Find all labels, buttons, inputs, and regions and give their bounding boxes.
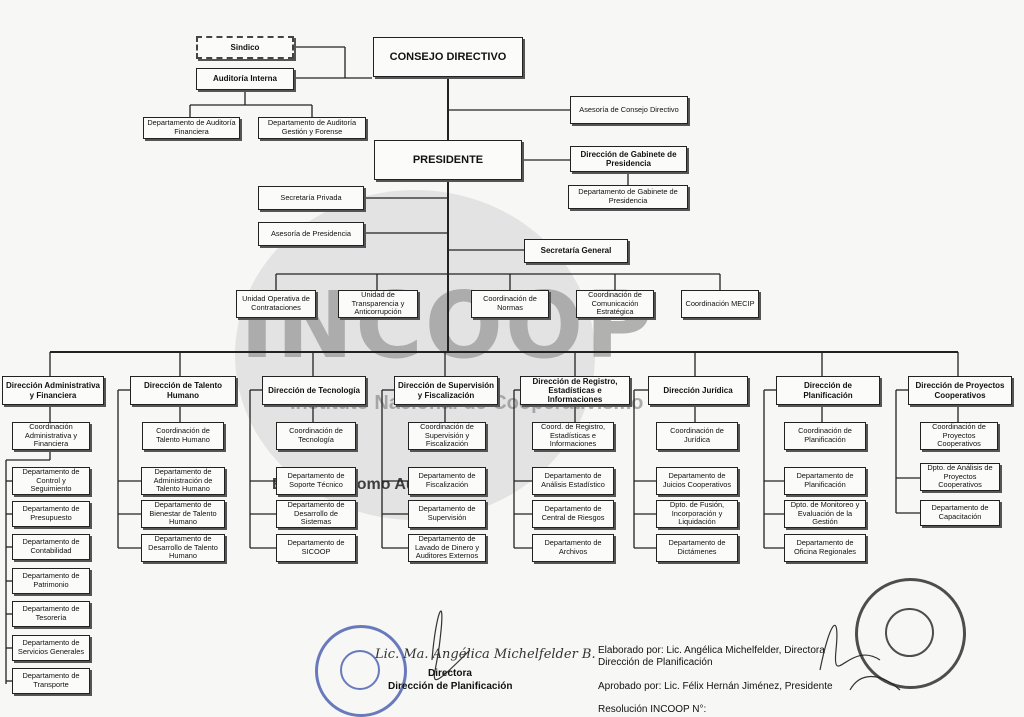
registro-item-4: Departamento de Archivos	[532, 534, 614, 562]
juridica-item-1: Coordinación de Jurídica	[656, 422, 738, 450]
signature-name: Lic. Ma. Angélica Michelfelder B.	[375, 647, 596, 662]
dep-auditoria-gestion-box: Departamento de Auditoría Gestión y Fore…	[258, 117, 366, 139]
proyectos-item-1: Coordinación de Proyectos Cooperativos	[920, 422, 998, 450]
juridica-item-2: Departamento de Juicios Cooperativos	[656, 467, 738, 495]
direction-registro-box: Dirección de Registro, Estadísticas e In…	[520, 376, 630, 405]
footer-resolucion: Resolución INCOOP N°:	[598, 704, 707, 715]
registro-item-2: Departamento de Análisis Estadístico	[532, 467, 614, 495]
signature-role: Directora	[428, 668, 472, 679]
admin-item-5: Departamento de Patrimonio	[12, 568, 90, 594]
coord-comunicacion-box: Coordinación de Comunicación Estratégica	[576, 290, 654, 318]
dep-auditoria-financiera-box: Departamento de Auditoría Financiera	[143, 117, 240, 139]
planificacion-item-2: Departamento de Planificación	[784, 467, 866, 495]
registro-item-1: Coord. de Registro, Estadísticas e Infor…	[532, 422, 614, 450]
asesoria-presidencia-box: Asesoría de Presidencia	[258, 222, 364, 246]
direction-proyectos-box: Dirección de Proyectos Cooperativos	[908, 376, 1012, 405]
tecnologia-item-2: Departamento de Soporte Técnico	[276, 467, 356, 495]
consejo-directivo-box: CONSEJO DIRECTIVO	[373, 37, 523, 77]
presidente-box: PRESIDENTE	[374, 140, 522, 180]
direction-tecnologia-box: Dirección de Tecnología	[262, 376, 366, 405]
tecnologia-item-1: Coordinación de Tecnología	[276, 422, 356, 450]
secretaria-privada-box: Secretaría Privada	[258, 186, 364, 210]
supervision-item-1: Coordinación de Supervisión y Fiscalizac…	[408, 422, 486, 450]
tecnologia-item-4: Departamento de SICOOP	[276, 534, 356, 562]
admin-item-7: Departamento de Servicios Generales	[12, 635, 90, 661]
secretaria-general-box: Secretaría General	[524, 239, 628, 263]
talento-item-4: Departamento de Desarrollo de Talento Hu…	[141, 534, 225, 562]
footer-direccion: Dirección de Planificación	[598, 657, 713, 668]
tecnologia-item-3: Departamento de Desarrollo de Sistemas	[276, 500, 356, 528]
proyectos-item-3: Departamento de Capacitación	[920, 500, 1000, 526]
coord-mecip-box: Coordinación MECIP	[681, 290, 759, 318]
supervision-item-3: Departamento de Supervisión	[408, 500, 486, 528]
talento-item-3: Departamento de Bienestar de Talento Hum…	[141, 500, 225, 528]
direction-supervision-box: Dirección de Supervisión y Fiscalización	[394, 376, 498, 405]
unidad-contrataciones-box: Unidad Operativa de Contrataciones	[236, 290, 316, 318]
watermark-logo: INCOOP	[240, 272, 655, 379]
dir-gabinete-box: Dirección de Gabinete de Presidencia	[570, 146, 687, 172]
unidad-transparencia-box: Unidad de Transparencia y Anticorrupción	[338, 290, 418, 318]
coord-normas-box: Coordinación de Normas	[471, 290, 549, 318]
signature-dept: Dirección de Planificación	[388, 681, 513, 692]
sindico-box: Sindico	[196, 36, 294, 59]
admin-item-1: Coordinación Administrativa y Financiera	[12, 422, 90, 450]
auditoria-interna-box: Auditoría Interna	[196, 68, 294, 90]
admin-item-6: Departamento de Tesorería	[12, 601, 90, 627]
seal-left	[315, 625, 407, 717]
supervision-item-4: Departamento de Lavado de Dinero y Audit…	[408, 534, 486, 562]
direction-planificacion-box: Dirección de Planificación	[776, 376, 880, 405]
seal-right-inner	[885, 608, 934, 657]
footer-elaborado: Elaborado por: Lic. Angélica Michelfelde…	[598, 645, 825, 656]
planificacion-item-1: Coordinación de Planificación	[784, 422, 866, 450]
admin-item-8: Departamento de Transporte	[12, 668, 90, 694]
footer-aprobado: Aprobado por: Lic. Félix Hernán Jiménez,…	[598, 681, 833, 692]
planificacion-item-4: Departamento de Oficina Regionales	[784, 534, 866, 562]
planificacion-item-3: Dpto. de Monitoreo y Evaluación de la Ge…	[784, 500, 866, 528]
registro-item-3: Departamento de Central de Riesgos	[532, 500, 614, 528]
supervision-item-2: Departamento de Fiscalización	[408, 467, 486, 495]
talento-item-2: Departamento de Administración de Talent…	[141, 467, 225, 495]
seal-right	[855, 578, 966, 689]
dep-gabinete-box: Departamento de Gabinete de Presidencia	[568, 185, 688, 209]
proyectos-item-2: Dpto. de Análisis de Proyectos Cooperati…	[920, 463, 1000, 491]
juridica-item-4: Departamento de Dictámenes	[656, 534, 738, 562]
direction-talento-box: Dirección de Talento Humano	[130, 376, 236, 405]
juridica-item-3: Dpto. de Fusión, Incorporación y Liquida…	[656, 500, 738, 528]
asesoria-consejo-box: Asesoría de Consejo Directivo	[570, 96, 688, 124]
admin-item-4: Departamento de Contabilidad	[12, 534, 90, 560]
admin-item-3: Departamento de Presupuesto	[12, 501, 90, 527]
talento-item-1: Coordinación de Talento Humano	[142, 422, 224, 450]
seal-left-inner	[340, 650, 380, 690]
admin-item-2: Departamento de Control y Seguimiento	[12, 467, 90, 495]
direction-admin-box: Dirección Administrativa y Financiera	[2, 376, 104, 405]
direction-juridica-box: Dirección Jurídica	[648, 376, 748, 405]
